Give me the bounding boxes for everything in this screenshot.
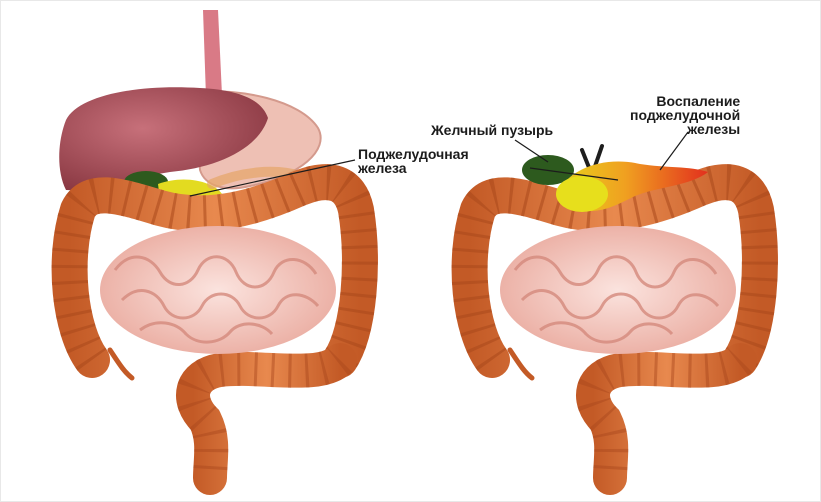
gallbladder-label: Желчный пузырь <box>431 123 553 137</box>
gallbladder-label-text: Желчный пузырь <box>431 122 553 138</box>
pancreas-label-line2: железа <box>358 161 469 175</box>
appendix <box>110 350 132 378</box>
inflammation-label: Воспаление поджелудочной железы <box>630 94 740 136</box>
healthy-digestive-system <box>59 10 360 478</box>
inflammation-label-line1: Воспаление <box>630 94 740 108</box>
pancreas-label: Поджелудочная железа <box>358 147 469 175</box>
inflammation-pointer <box>660 132 688 170</box>
sigmoid-colon <box>193 360 340 478</box>
appendix-right <box>510 350 532 378</box>
inflamed-digestive-system <box>470 146 760 478</box>
inflammation-label-line2: поджелудочной <box>630 108 740 122</box>
pancreas-label-line1: Поджелудочная <box>358 147 469 161</box>
sigmoid-colon-right <box>593 360 740 478</box>
esophagus <box>203 10 222 97</box>
inflammation-label-line3: железы <box>630 122 740 136</box>
